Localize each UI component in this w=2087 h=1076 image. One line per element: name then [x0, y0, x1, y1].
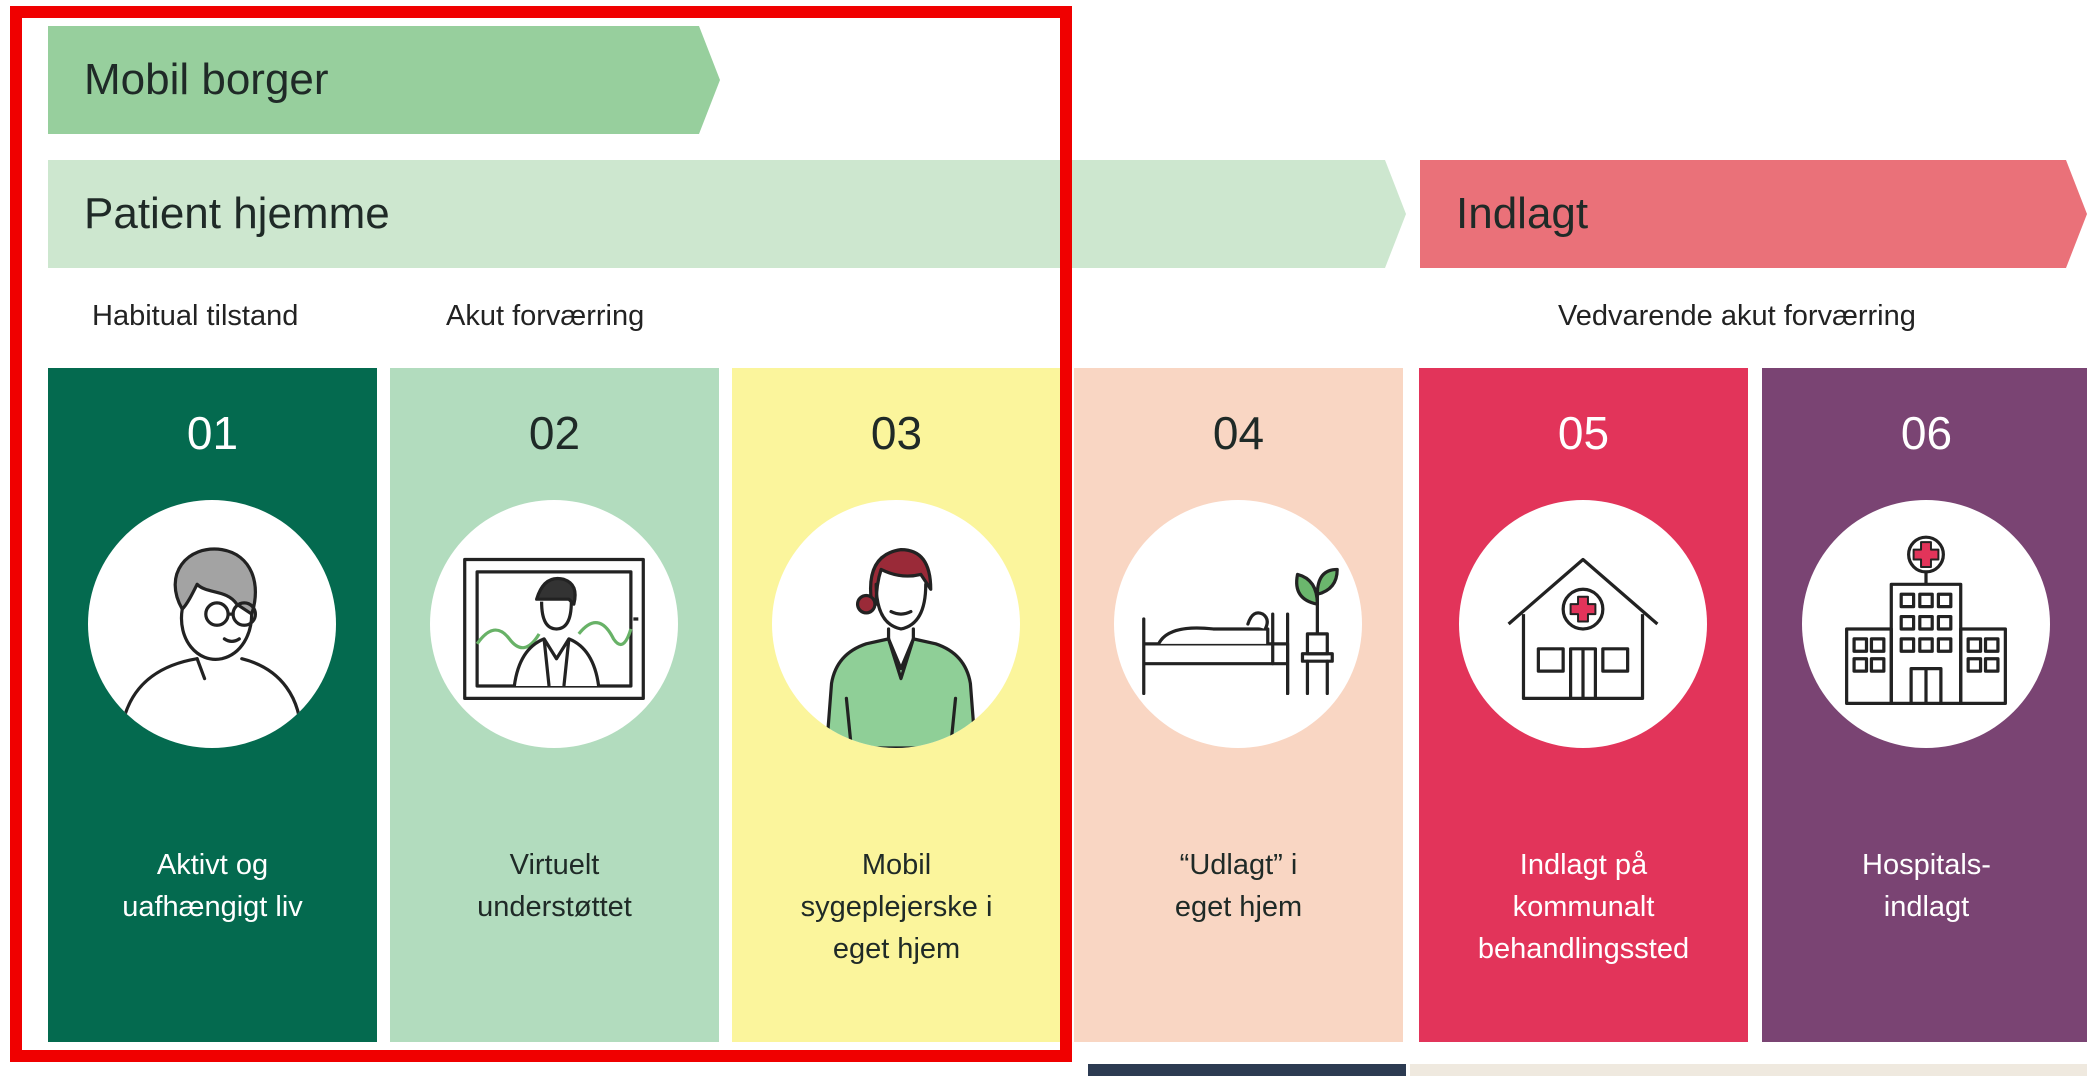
band-indlagt-label: Indlagt	[1456, 189, 1589, 238]
step-number: 04	[1212, 407, 1265, 459]
habitual-tilstand-label: Habitual tilstand	[92, 300, 299, 332]
bottom-strip-light	[1410, 1064, 2087, 1076]
band-patient-hjemme-label: Patient hjemme	[84, 189, 390, 238]
step-number: 01	[186, 407, 239, 459]
clinic-house-icon	[1459, 500, 1707, 748]
nurse-icon	[772, 500, 1020, 748]
video-doctor-icon	[430, 500, 678, 748]
step-label: Hospitals- indlagt	[1862, 849, 1991, 923]
step-label: Virtuelt understøttet	[477, 849, 632, 923]
step-card-02: 02 Virtuelt understøttet	[390, 368, 719, 1042]
step-number: 05	[1557, 407, 1610, 459]
step-label: “Udlagt” i eget hjem	[1174, 849, 1303, 923]
band-patient-hjemme: Patient hjemme	[48, 160, 1406, 268]
step-card-01: 01 Aktivt og uafhængigt liv	[48, 368, 377, 1042]
bottom-strip-dark	[1088, 1064, 1406, 1076]
step-number: 06	[1900, 407, 1953, 459]
band-mobil-borger-label: Mobil borger	[84, 55, 329, 104]
band-mobil-borger: Mobil borger	[48, 26, 720, 134]
step-label: Mobil sygeplejerske i eget hjem	[800, 849, 993, 965]
hospital-building-icon	[1802, 500, 2050, 748]
step-card-06: 06 Hospitals- indlagt	[1762, 368, 2087, 1042]
band-indlagt: Indlagt	[1420, 160, 2087, 268]
step-label: Indlagt på kommunalt behandlingssted	[1477, 849, 1690, 965]
elderly-person-icon	[88, 500, 336, 748]
step-number: 02	[528, 407, 581, 459]
step-number: 03	[870, 407, 923, 459]
step-label: Aktivt og uafhængigt liv	[122, 849, 303, 923]
akut-forvaerring-label: Akut forværring	[446, 300, 645, 332]
step-card-03: 03 Mobil sygeplejerske i eget hjem	[732, 368, 1061, 1042]
vedvarende-akut-forvaerring-label: Vedvarende akut forværring	[1558, 300, 1916, 332]
step-card-04: 04 “Udlagt” i eget hjem	[1074, 368, 1403, 1042]
bed-plant-icon	[1114, 500, 1362, 748]
step-card-05: 05 Indlagt på kommunalt behandlingssted	[1419, 368, 1748, 1042]
